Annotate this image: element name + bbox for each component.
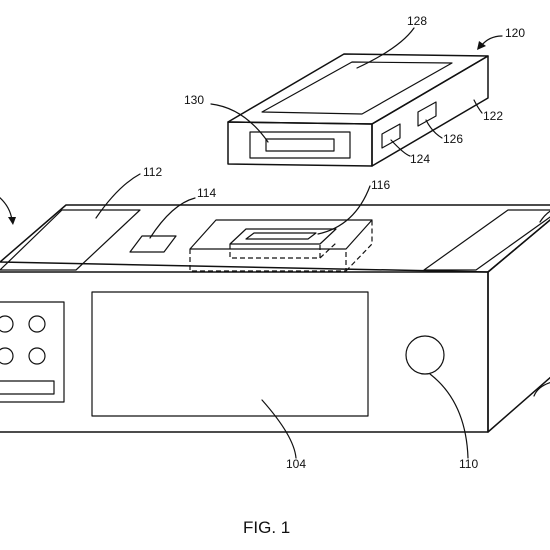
keypad-button bbox=[0, 347, 14, 365]
keypad-button bbox=[0, 315, 14, 333]
portable-device bbox=[227, 53, 489, 167]
label-device-port-b: 126 bbox=[443, 132, 463, 146]
device-connector-inner bbox=[265, 138, 335, 152]
label-base-slot: 114 bbox=[197, 186, 216, 200]
label-device-top-display: 128 bbox=[407, 14, 427, 28]
base-slot bbox=[129, 235, 177, 253]
base-front-display bbox=[91, 291, 369, 417]
label-device-connector: 130 bbox=[184, 93, 204, 107]
leader-116 bbox=[317, 185, 371, 235]
dock-recess-outline bbox=[189, 219, 373, 250]
leader-112 bbox=[95, 173, 141, 219]
leader-128 bbox=[356, 27, 415, 69]
leader-124 bbox=[390, 139, 411, 157]
arrowhead-left bbox=[8, 217, 16, 225]
base-top-panel-left bbox=[0, 209, 141, 271]
device-connector-outer bbox=[249, 131, 351, 159]
keypad-button bbox=[28, 315, 46, 333]
leader-114 bbox=[149, 197, 196, 239]
dock-recess-hidden-connector bbox=[229, 244, 321, 259]
base-side-face bbox=[487, 219, 550, 433]
label-portable-device: 120 bbox=[505, 26, 525, 40]
base-station bbox=[0, 204, 550, 433]
arrowhead-120 bbox=[477, 41, 486, 50]
leader-right-upper bbox=[539, 210, 550, 223]
base-knob bbox=[405, 335, 445, 375]
dock-recess-connector-inner bbox=[245, 232, 317, 240]
label-device-side-face: 122 bbox=[483, 109, 503, 123]
label-base-knob: 110 bbox=[459, 457, 478, 471]
label-base-dock-connector: 116 bbox=[371, 178, 390, 192]
leader-122 bbox=[473, 99, 483, 114]
leader-104 bbox=[261, 399, 297, 459]
reference-numerals: 120 128 122 130 124 126 112 114 116 104 … bbox=[143, 14, 525, 471]
leader-left-arrow bbox=[0, 196, 13, 221]
keypad-slot bbox=[0, 380, 55, 395]
base-front-face bbox=[0, 271, 489, 433]
keypad-button bbox=[28, 347, 46, 365]
device-side-port-a bbox=[381, 123, 401, 149]
keypad-panel bbox=[0, 301, 65, 403]
leader-lines bbox=[0, 27, 550, 459]
dock-recess-connector-outer bbox=[229, 228, 337, 245]
dock-recess-hidden-front bbox=[189, 249, 347, 272]
base-top-panel-right bbox=[423, 209, 550, 271]
dock-recess-hidden-connector-side bbox=[319, 242, 337, 259]
label-base-front-display: 104 bbox=[286, 457, 306, 471]
label-base-top-panel-left: 112 bbox=[143, 165, 162, 179]
leader-110 bbox=[429, 373, 469, 459]
device-side-face bbox=[371, 55, 489, 167]
leader-126 bbox=[425, 119, 443, 139]
leader-130 bbox=[210, 103, 269, 143]
dock-recess bbox=[189, 219, 373, 272]
base-top-face bbox=[0, 204, 550, 273]
figure-caption: FIG. 1 bbox=[243, 518, 290, 537]
label-device-port-a: 124 bbox=[410, 152, 430, 166]
leader-120 bbox=[480, 35, 503, 47]
device-side-port-b bbox=[417, 101, 437, 127]
dock-recess-hidden-right bbox=[345, 220, 373, 272]
device-top-display bbox=[261, 61, 453, 115]
